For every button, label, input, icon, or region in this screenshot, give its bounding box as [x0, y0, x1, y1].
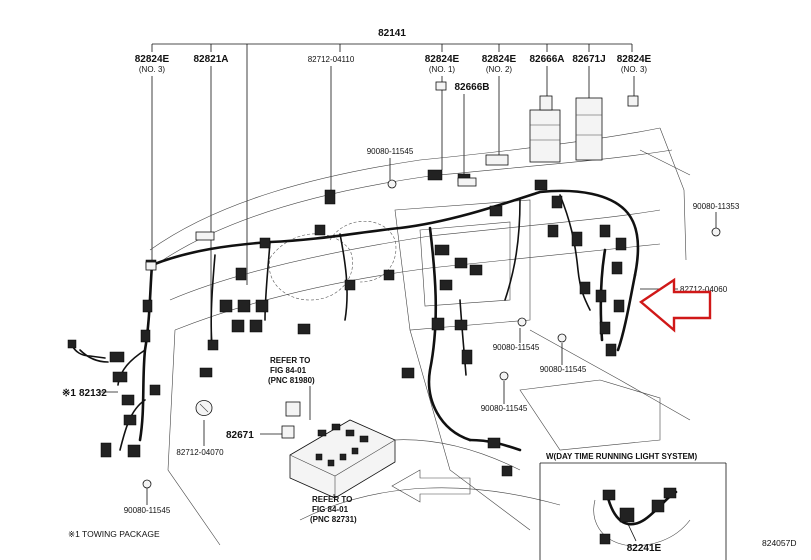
refer-2-line2: FIG 84-01 — [312, 505, 349, 514]
label-90080-11545-mid: 90080-11545 — [493, 343, 540, 352]
clip-82824e-no1 — [435, 81, 447, 91]
refer-1-line2: FIG 84-01 — [270, 366, 307, 375]
label-82824e-no2: 82824E — [482, 54, 517, 65]
label-82241e: 82241E — [627, 543, 662, 554]
refer-2-line1: REFER TO — [312, 495, 352, 504]
label-82712-04070: 82712-04070 — [176, 448, 224, 457]
note-82824e-no1: (NO. 1) — [429, 65, 456, 74]
label-82712-04110: 82712-04110 — [308, 55, 355, 64]
clip-82824e-no3-right — [627, 95, 639, 107]
part-leaders — [151, 66, 635, 350]
relay-82671 — [281, 425, 295, 439]
label-82824e-no1: 82824E — [425, 54, 460, 65]
relay-82671-b — [285, 401, 301, 417]
clamp-82666b-2 — [457, 177, 477, 187]
highlight-arrow — [639, 277, 712, 333]
label-90080-11545-right: 90080-11545 — [540, 365, 587, 374]
relay-block-82671j — [575, 97, 603, 161]
label-82824e-no3-right: 82824E — [617, 54, 652, 65]
label-82824e-no3-left: 82824E — [135, 54, 170, 65]
label-90080-11353: 90080-11353 — [693, 202, 740, 211]
assembly-arrow — [391, 469, 471, 503]
note-82824e-no3-left: (NO. 3) — [139, 65, 166, 74]
note-82824e-no3-right: (NO. 3) — [621, 65, 648, 74]
bolts — [142, 179, 721, 489]
note-82824e-no2: (NO. 2) — [486, 65, 513, 74]
label-82821a: 82821A — [193, 54, 228, 65]
label-82141: 82141 — [378, 28, 406, 39]
bracket-82821a — [195, 231, 215, 241]
inset-title: W(DAY TIME RUNNING LIGHT SYSTEM) — [546, 452, 697, 461]
relay-block-82666a — [529, 95, 561, 163]
label-90080-11545-lower: 90080-11545 — [481, 404, 528, 413]
label-82671j: 82671J — [572, 54, 605, 65]
dashboard-structure — [149, 127, 691, 546]
towing-harness-82132 — [67, 339, 106, 359]
label-82712-04060: 82712-04060 — [680, 285, 728, 294]
junction-block — [289, 419, 396, 499]
figure-id: 824057D — [762, 538, 797, 548]
refer-1-line1: REFER TO — [270, 356, 310, 365]
label-82666b: 82666B — [454, 82, 489, 93]
footnote-towing: ※1 TOWING PACKAGE — [68, 529, 160, 539]
connectors — [100, 169, 627, 477]
clamp-82666b — [485, 154, 509, 166]
drl-inset — [539, 462, 727, 560]
clip-82824e-left — [145, 261, 157, 271]
refer-2-line3: (PNC 82731) — [310, 515, 357, 524]
label-90080-11545-top: 90080-11545 — [367, 147, 414, 156]
refer-1-line3: (PNC 81980) — [268, 376, 315, 385]
clamp-82712-04070 — [195, 400, 213, 416]
label-82671: 82671 — [226, 430, 254, 441]
label-90080-11545-bottom-left: 90080-11545 — [124, 506, 171, 515]
label-82666a: 82666A — [529, 54, 564, 65]
